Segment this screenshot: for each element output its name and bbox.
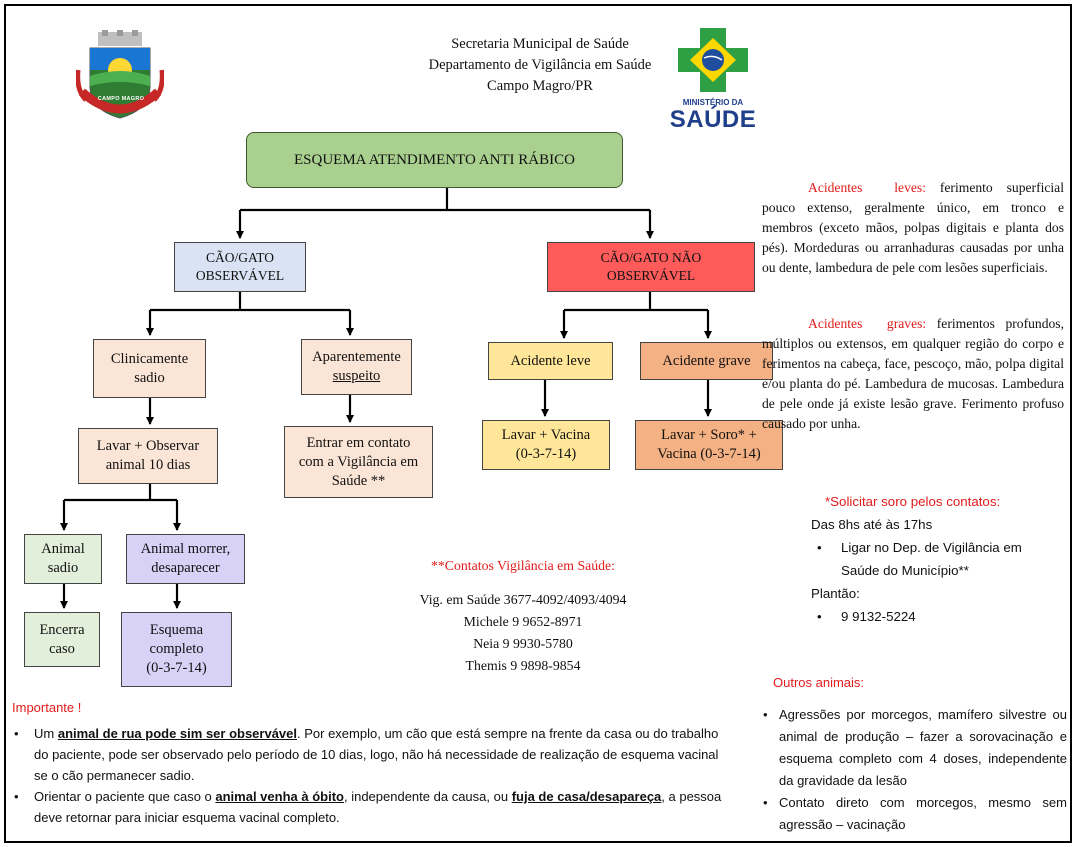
box-acidente-leve: Acidente leve	[488, 342, 613, 380]
plantao-label: Plantão:	[811, 586, 860, 601]
entrar-contato-line2: com a Vigilância em	[298, 453, 419, 470]
acidente-grave-label: Acidente grave	[662, 352, 751, 369]
box-lavar-observar: Lavar + Observar animal 10 dias	[78, 428, 218, 484]
animal-morrer-line1: Animal morrer,	[140, 541, 231, 557]
contacts-heading: **Contatos Vigilância em Saúde:	[431, 558, 615, 573]
lavar-soro-line2: Vacina (0-3-7-14)	[657, 446, 761, 462]
observavel-line1: CÃO/GATO	[205, 250, 274, 265]
animal-sadio-line1: Animal	[41, 541, 85, 557]
importante-block: Importante ! Um animal de rua pode sim s…	[12, 697, 732, 828]
ministerio-saude-cross-logo	[678, 28, 748, 92]
clinicamente-line2: sadio	[134, 369, 165, 386]
animal-morrer-line2: desaparecer	[151, 560, 220, 576]
contact-michele: Michele 9 9652-8971	[463, 614, 583, 629]
encerra-line2: caso	[49, 640, 75, 657]
acidentes-graves-label: Acidentes graves:	[808, 316, 927, 331]
header-departamento: Departamento de Vigilância em Saúde	[428, 57, 652, 73]
outros-item-2-text: Contato direto com morcegos, mesmo sem a…	[779, 795, 1067, 832]
plantao-number: 9 9132-5224	[841, 609, 916, 624]
header-cidade: Campo Magro/PR	[487, 78, 593, 94]
soro-hours: Das 8hs até às 17hs	[811, 517, 933, 532]
box-acidente-grave: Acidente grave	[640, 342, 773, 380]
entrar-contato-line1: Entrar em contato	[306, 434, 411, 451]
box-lavar-soro-vacina: Lavar + Soro* + Vacina (0-3-7-14)	[635, 420, 783, 470]
box-lavar-vacina: Lavar + Vacina (0-3-7-14)	[482, 420, 610, 470]
soro-block: *Solicitar soro pelos contatos: Das 8hs …	[811, 490, 1061, 628]
outros-item-1-text: Agressões por morcegos, mamífero silvest…	[779, 707, 1067, 788]
acidente-leve-label: Acidente leve	[510, 352, 591, 369]
box-esquema-completo: Esquema completo (0-3-7-14)	[121, 612, 232, 687]
importante-2-pre: Orientar o paciente que caso o	[34, 789, 216, 804]
importante-2-post: , a pessoa deve retornar para iniciar es…	[34, 789, 722, 825]
box-cao-gato-observavel: CÃO/GATO OBSERVÁVEL	[174, 242, 306, 292]
importante-1-pre: Um	[34, 726, 58, 741]
importante-1-post: . Por exemplo, um cão que está sempre na…	[34, 726, 719, 783]
plantao-bullet: 9 9132-5224	[815, 605, 1061, 628]
suspeito-label: suspeito	[332, 368, 381, 384]
lavar-observar-line1: Lavar + Observar	[96, 438, 200, 454]
entrar-contato-line3: Saúde **	[331, 472, 386, 489]
box-entrar-contato: Entrar em contato com a Vigilância em Sa…	[284, 426, 433, 498]
importante-heading: Importante !	[12, 700, 82, 715]
soro-heading: *Solicitar soro pelos contatos:	[825, 494, 1001, 509]
contact-neia: Neia 9 9930-5780	[473, 636, 573, 651]
box-aparentemente-suspeito: Aparentemente suspeito	[301, 339, 412, 395]
contact-themis: Themis 9 9898-9854	[465, 658, 581, 673]
nao-observavel-line2: OBSERVÁVEL	[606, 268, 696, 283]
outros-animais-heading: Outros animais:	[773, 675, 865, 690]
esquema-line3: (0-3-7-14)	[146, 660, 207, 676]
campo-magro-coat-of-arms-logo	[76, 30, 164, 119]
importante-2-mid: , independente da causa, ou	[343, 789, 512, 804]
lavar-soro-line1: Lavar + Soro* +	[661, 427, 757, 443]
lavar-vacina-line1: Lavar + Vacina	[501, 427, 591, 443]
acidentes-leves-text: ferimento superficial pouco extenso, ger…	[762, 180, 1064, 275]
header-secretaria: Secretaria Municipal de Saúde	[451, 36, 629, 52]
acidentes-leves-label: Acidentes leves:	[808, 180, 926, 195]
flow-title: ESQUEMA ATENDIMENTO ANTI RÁBICO	[294, 151, 575, 168]
box-clinicamente-sadio: Clinicamente sadio	[93, 339, 206, 398]
nao-observavel-line1: CÃO/GATO NÃO	[600, 250, 702, 265]
outros-animais-block: Outros animais: Agressões por morcegos, …	[763, 672, 1067, 836]
ministerio-label: MINISTÉRIO DA	[682, 98, 744, 107]
left-logo-text: CAMPO MAGRO	[97, 96, 145, 102]
saude-label: SAÚDE	[669, 106, 757, 133]
acidentes-leves-paragraph: Acidentes leves: ferimento superficial p…	[762, 178, 1064, 278]
flow-title-box: ESQUEMA ATENDIMENTO ANTI RÁBICO	[246, 132, 623, 188]
observavel-line2: OBSERVÁVEL	[195, 268, 285, 283]
animal-sadio-line2: sadio	[47, 560, 79, 576]
box-encerra-caso: Encerra caso	[24, 612, 100, 667]
soro-bullet-text: Ligar no Dep. de Vigilância em Saúde do …	[841, 540, 1022, 578]
importante-item-1: Um animal de rua pode sim ser observável…	[12, 723, 732, 786]
lavar-observar-line2: animal 10 dias	[105, 457, 191, 473]
importante-item-2: Orientar o paciente que caso o animal ve…	[12, 786, 732, 828]
acidentes-graves-text: ferimentos profundos, múltiplos ou exten…	[762, 316, 1064, 431]
importante-2-bold1: animal venha à óbito	[215, 789, 344, 804]
clinicamente-line1: Clinicamente	[110, 350, 189, 367]
importante-1-bold: animal de rua pode sim ser observável	[57, 726, 298, 741]
box-animal-morrer: Animal morrer, desaparecer	[126, 534, 245, 584]
importante-2-bold2: fuja de casa/desapareça	[511, 789, 662, 804]
outros-item-contato: Contato direto com morcegos, mesmo sem a…	[761, 792, 1067, 836]
contact-vig-saude: Vig. em Saúde 3677-4092/4093/4094	[419, 592, 627, 607]
outros-item-morcegos: Agressões por morcegos, mamífero silvest…	[761, 704, 1067, 792]
encerra-line1: Encerra	[39, 621, 85, 638]
contacts-block: **Contatos Vigilância em Saúde: Vig. em …	[398, 555, 648, 677]
acidentes-graves-paragraph: Acidentes graves: ferimentos profundos, …	[762, 314, 1064, 434]
aparentemente-label: Aparentemente	[312, 349, 401, 365]
lavar-vacina-line2: (0-3-7-14)	[515, 446, 577, 462]
soro-bullet: Ligar no Dep. de Vigilância em Saúde do …	[815, 536, 1051, 582]
box-animal-sadio: Animal sadio	[24, 534, 102, 584]
esquema-line2: completo	[149, 641, 204, 657]
box-cao-gato-nao-observavel: CÃO/GATO NÃO OBSERVÁVEL	[547, 242, 755, 292]
esquema-line1: Esquema	[149, 622, 204, 638]
